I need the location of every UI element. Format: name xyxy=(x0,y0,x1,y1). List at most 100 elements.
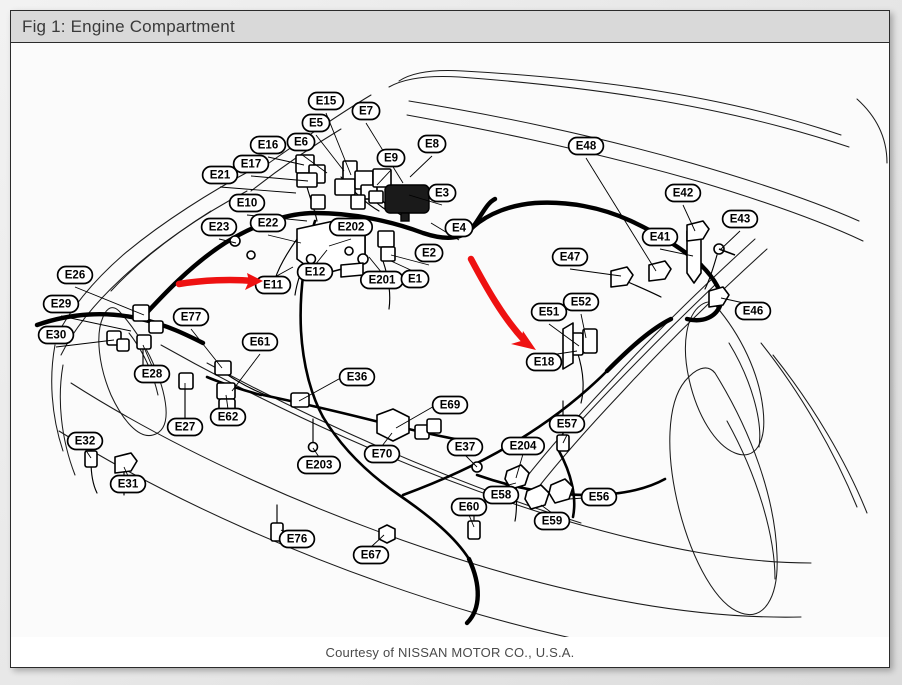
connector-label-e61[interactable]: E61 xyxy=(241,332,279,352)
label-pill xyxy=(444,218,474,238)
connector-label-e4[interactable]: E4 xyxy=(444,218,474,238)
connector-label-e56[interactable]: E56 xyxy=(580,487,618,507)
label-pill xyxy=(500,436,546,456)
label-text: E77 xyxy=(181,312,201,324)
label-text: E201 xyxy=(369,275,396,287)
connector-label-e201[interactable]: E201 xyxy=(359,270,405,290)
connector-label-e26[interactable]: E26 xyxy=(56,265,94,285)
label-pill xyxy=(376,148,406,168)
connector-label-e10[interactable]: E10 xyxy=(228,193,266,213)
connector-label-e70[interactable]: E70 xyxy=(363,444,401,464)
connector-label-e30[interactable]: E30 xyxy=(37,325,75,345)
connector-label-e11[interactable]: E11 xyxy=(254,275,292,295)
connector-label-e36[interactable]: E36 xyxy=(338,367,376,387)
connector-label-e77[interactable]: E77 xyxy=(172,307,210,327)
connector-label-e52[interactable]: E52 xyxy=(562,292,600,312)
connector-label-e67[interactable]: E67 xyxy=(352,545,390,565)
connector-label-e32[interactable]: E32 xyxy=(66,431,104,451)
label-text: E9 xyxy=(384,153,398,165)
label-text: E29 xyxy=(51,299,71,311)
connector-label-e57[interactable]: E57 xyxy=(548,414,586,434)
connector-label-e1[interactable]: E1 xyxy=(400,269,430,289)
arrow-to-e18 xyxy=(467,255,536,350)
connector-label-e42[interactable]: E42 xyxy=(664,183,702,203)
label-pill xyxy=(567,136,605,156)
page-title: Fig 1: Engine Compartment xyxy=(22,16,235,36)
label-pill xyxy=(254,275,292,295)
label-text: E51 xyxy=(539,307,560,319)
connector-label-e41[interactable]: E41 xyxy=(641,227,679,247)
connector-label-e203[interactable]: E203 xyxy=(296,455,342,475)
connector-label-e12[interactable]: E12 xyxy=(296,262,334,282)
connector-label-e6[interactable]: E6 xyxy=(286,132,316,152)
connector-label-e17[interactable]: E17 xyxy=(232,154,270,174)
connector-bodies xyxy=(84,154,736,544)
connector-label-e47[interactable]: E47 xyxy=(551,247,589,267)
connector-label-e46[interactable]: E46 xyxy=(734,301,772,321)
connector-label-e29[interactable]: E29 xyxy=(42,294,80,314)
label-text: E31 xyxy=(118,479,139,491)
connector-label-e18[interactable]: E18 xyxy=(525,352,563,372)
label-pill xyxy=(56,265,94,285)
connector-label-e202[interactable]: E202 xyxy=(328,217,374,237)
label-pill xyxy=(278,529,316,549)
connector-label-e7[interactable]: E7 xyxy=(351,101,381,121)
label-pill xyxy=(551,247,589,267)
connector-label-e59[interactable]: E59 xyxy=(533,511,571,531)
connector-label-e22[interactable]: E22 xyxy=(249,213,287,233)
label-text: E60 xyxy=(459,502,479,514)
connector-label-e27[interactable]: E27 xyxy=(166,417,204,437)
label-pill xyxy=(42,294,80,314)
connector-label-e204[interactable]: E204 xyxy=(500,436,546,456)
connector-label-e43[interactable]: E43 xyxy=(721,209,759,229)
label-text: E62 xyxy=(218,412,238,424)
connector-label-e3[interactable]: E3 xyxy=(427,183,457,203)
label-text: E48 xyxy=(576,141,597,153)
label-text: E43 xyxy=(730,214,750,226)
label-text: E36 xyxy=(347,372,367,384)
connector-label-e16[interactable]: E16 xyxy=(249,135,287,155)
connector-label-e23[interactable]: E23 xyxy=(200,217,238,237)
label-pill xyxy=(417,134,447,154)
label-pill xyxy=(166,417,204,437)
connector-label-e69[interactable]: E69 xyxy=(431,395,469,415)
label-pill xyxy=(427,183,457,203)
connector-label-e37[interactable]: E37 xyxy=(446,437,484,457)
connector-label-e51[interactable]: E51 xyxy=(530,302,568,322)
connector-label-e8[interactable]: E8 xyxy=(417,134,447,154)
label-pill xyxy=(307,91,345,111)
label-text: E46 xyxy=(743,306,763,318)
connector-label-e15[interactable]: E15 xyxy=(307,91,345,111)
connector-label-e76[interactable]: E76 xyxy=(278,529,316,549)
connector-label-e28[interactable]: E28 xyxy=(133,364,171,384)
label-pill xyxy=(363,444,401,464)
connector-label-e21[interactable]: E21 xyxy=(201,165,239,185)
label-text: E69 xyxy=(440,400,460,412)
label-pill xyxy=(352,545,390,565)
label-pill xyxy=(133,364,171,384)
connector-label-e62[interactable]: E62 xyxy=(209,407,247,427)
label-pill xyxy=(249,213,287,233)
connector-label-e31[interactable]: E31 xyxy=(109,474,147,494)
label-text: E27 xyxy=(175,422,195,434)
label-pill xyxy=(734,301,772,321)
label-text: E32 xyxy=(75,436,95,448)
connector-label-e9[interactable]: E9 xyxy=(376,148,406,168)
connector-label-e5[interactable]: E5 xyxy=(301,113,331,133)
label-text: E58 xyxy=(491,490,512,502)
connector-label-e60[interactable]: E60 xyxy=(450,497,488,517)
label-text: E28 xyxy=(142,369,163,381)
label-text: E7 xyxy=(359,106,373,118)
label-text: E11 xyxy=(263,280,283,292)
label-text: E16 xyxy=(258,140,278,152)
red-annotation-arrows xyxy=(175,255,536,350)
arrow-to-e11 xyxy=(175,273,263,290)
label-text: E76 xyxy=(287,534,307,546)
label-pill xyxy=(562,292,600,312)
connector-label-e58[interactable]: E58 xyxy=(482,485,520,505)
connector-label-e48[interactable]: E48 xyxy=(567,136,605,156)
figure-panel: Fig 1: Engine Compartment xyxy=(10,10,890,668)
connector-label-e2[interactable]: E2 xyxy=(414,243,444,263)
